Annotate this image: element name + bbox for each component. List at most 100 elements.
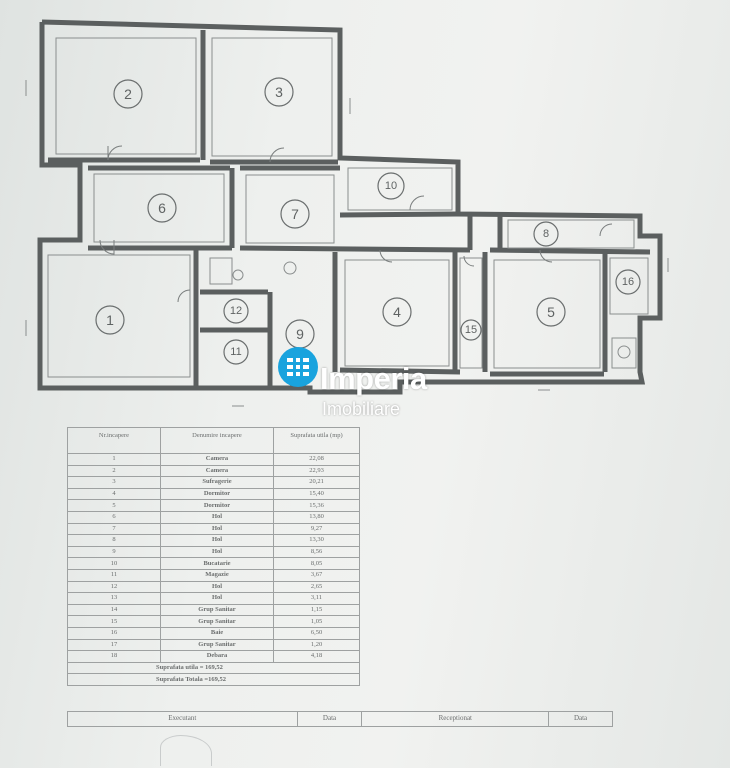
svg-text:16: 16 bbox=[622, 276, 634, 288]
room-number: 16 bbox=[67, 626, 161, 640]
logo-subtitle: Imobiliare bbox=[322, 399, 401, 419]
room-number: 2 bbox=[67, 464, 161, 478]
room-area: 20,21 bbox=[273, 476, 360, 489]
room-area: 13,30 bbox=[273, 534, 360, 547]
room-label-3: 3 bbox=[264, 77, 294, 107]
interior-walls bbox=[48, 30, 651, 386]
room-label-12: 12 bbox=[223, 298, 249, 324]
room-number: 3 bbox=[67, 476, 161, 489]
total-util-row: Suprafata utila = 169,52 bbox=[67, 661, 360, 675]
svg-text:10: 10 bbox=[385, 180, 397, 192]
room-label-7: 7 bbox=[280, 199, 310, 229]
room-name: Grup Sanitar bbox=[160, 603, 274, 617]
receptionat-label: Receptionat bbox=[362, 712, 550, 726]
room-number: 1 bbox=[67, 453, 161, 466]
room-name: Hol bbox=[160, 545, 274, 559]
table-header-row: Nr.incapere Denumire incapere Suprafata … bbox=[67, 427, 360, 454]
svg-text:5: 5 bbox=[547, 304, 555, 320]
dimension-marks bbox=[25, 80, 669, 407]
room-name: Hol bbox=[160, 510, 274, 524]
room-label-5: 5 bbox=[536, 297, 566, 327]
room-area: 1,05 bbox=[273, 615, 360, 628]
column-header: Suprafata utila (mp) bbox=[273, 427, 360, 454]
room-area: 6,50 bbox=[273, 626, 360, 640]
room-area: 8,56 bbox=[273, 545, 360, 559]
executant-label: Executant bbox=[68, 712, 298, 726]
room-area: 3,67 bbox=[273, 568, 360, 582]
svg-text:11: 11 bbox=[230, 346, 241, 358]
room-name: Debara bbox=[160, 650, 274, 663]
floor-plan: 2 3 6 7 10 8 1 12 11 9 4 15 bbox=[25, 19, 669, 407]
svg-text:8: 8 bbox=[543, 228, 549, 240]
svg-text:6: 6 bbox=[158, 200, 166, 216]
room-number: 10 bbox=[67, 557, 161, 570]
room-label-10: 10 bbox=[377, 172, 405, 200]
room-name: Hol bbox=[160, 522, 274, 536]
room-area: 1,15 bbox=[273, 603, 360, 617]
room-area-table: Nr.incapere Denumire incapere Suprafata … bbox=[67, 427, 360, 686]
room-area: 4,18 bbox=[273, 650, 360, 663]
room-area: 15,36 bbox=[273, 499, 360, 512]
room-name: Camera bbox=[160, 464, 274, 478]
logo-title: Imperia bbox=[320, 361, 427, 396]
door-swings bbox=[99, 145, 613, 303]
room-area: 22,08 bbox=[273, 453, 360, 466]
column-header: Nr.incapere bbox=[67, 427, 161, 454]
svg-text:7: 7 bbox=[291, 206, 299, 222]
room-label-9: 9 bbox=[285, 319, 315, 349]
room-area: 8,05 bbox=[273, 557, 360, 570]
room-label-11: 11 bbox=[223, 339, 249, 365]
room-label-2: 2 bbox=[113, 79, 143, 109]
room-label-8: 8 bbox=[533, 221, 559, 247]
room-name: Hol bbox=[160, 580, 274, 594]
room-area: 15,40 bbox=[273, 487, 360, 501]
room-name: Magazie bbox=[160, 568, 274, 582]
svg-text:2: 2 bbox=[124, 86, 132, 102]
room-number: 4 bbox=[67, 487, 161, 501]
date-label: Data bbox=[573, 714, 588, 722]
outer-walls bbox=[37, 19, 663, 395]
svg-text:3: 3 bbox=[275, 84, 283, 100]
svg-text:12: 12 bbox=[230, 305, 242, 317]
room-number: 9 bbox=[67, 545, 161, 559]
room-name: Hol bbox=[160, 592, 274, 605]
room-number: 6 bbox=[67, 510, 161, 524]
svg-text:4: 4 bbox=[393, 304, 401, 320]
svg-text:15: 15 bbox=[465, 324, 477, 336]
room-name: Dormitor bbox=[160, 487, 274, 501]
room-number: 8 bbox=[67, 534, 161, 547]
room-area: 2,65 bbox=[273, 580, 360, 594]
signature-row: Executant Data Receptionat Data bbox=[67, 711, 613, 727]
pen-mark bbox=[160, 735, 212, 766]
total-util: Suprafata utila = 169,52 bbox=[67, 661, 360, 675]
room-area: 13,80 bbox=[273, 510, 360, 524]
room-number: 5 bbox=[67, 499, 161, 512]
room-number: 17 bbox=[67, 638, 161, 652]
svg-text:1: 1 bbox=[106, 312, 114, 328]
sanitary-fixtures bbox=[209, 257, 637, 369]
room-label-1: 1 bbox=[95, 305, 125, 335]
column-header: Denumire incapere bbox=[160, 427, 274, 454]
room-number: 18 bbox=[67, 650, 161, 663]
total-area: Suprafata Totala =169,52 bbox=[67, 673, 360, 686]
room-label-15: 15 bbox=[460, 319, 482, 341]
room-name: Camera bbox=[160, 453, 274, 466]
room-name: Sufragerie bbox=[160, 476, 274, 489]
room-label-16: 16 bbox=[615, 269, 641, 295]
room-number: 12 bbox=[67, 580, 161, 594]
room-name: Dormitor bbox=[160, 499, 274, 512]
room-name: Baie bbox=[160, 626, 274, 640]
room-area: 22,93 bbox=[273, 464, 360, 478]
room-name: Grup Sanitar bbox=[160, 638, 274, 652]
